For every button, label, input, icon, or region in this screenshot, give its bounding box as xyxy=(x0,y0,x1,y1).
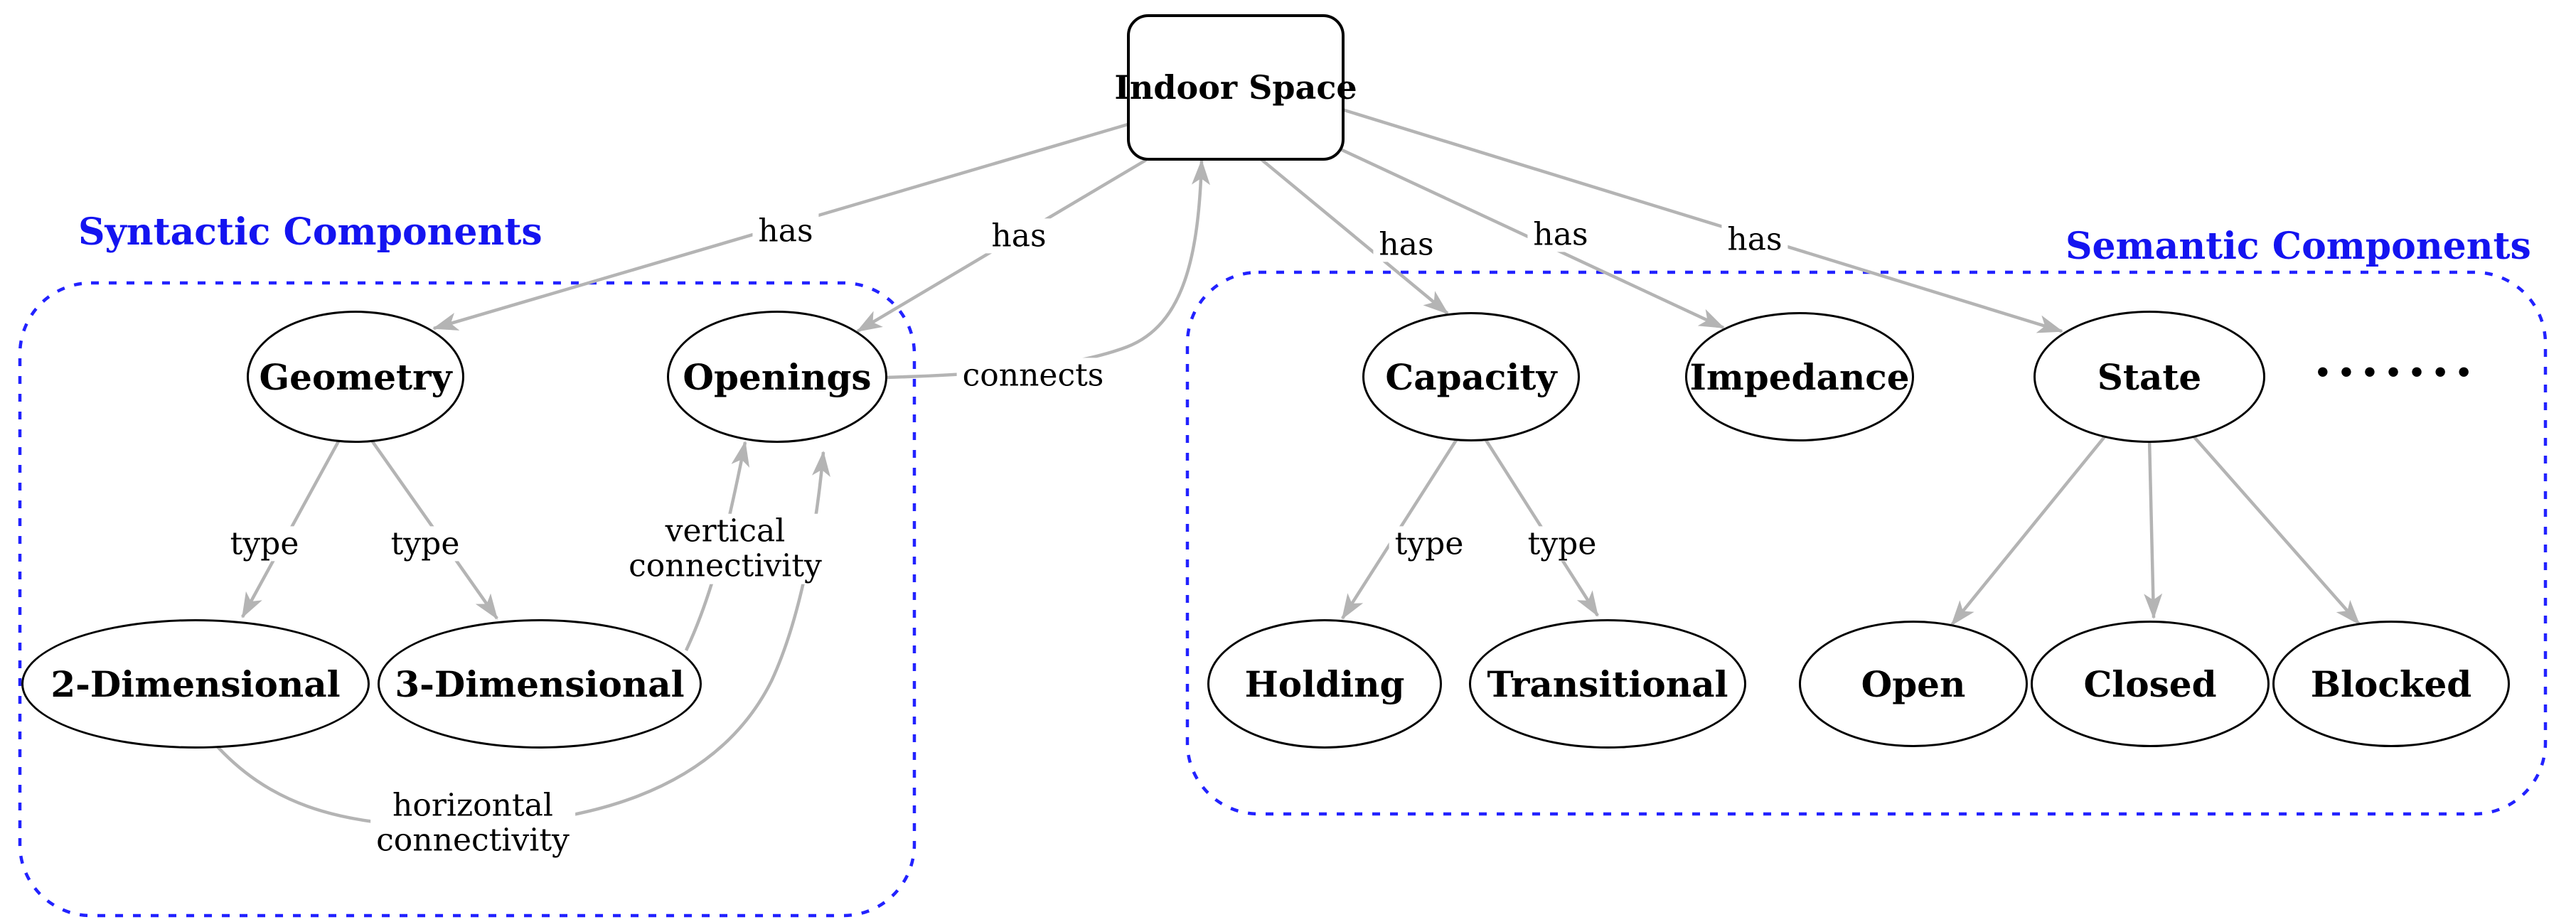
edge-label-has-state: has xyxy=(1721,222,1788,257)
node-openings: Openings xyxy=(667,311,887,443)
node-holding: Holding xyxy=(1207,619,1442,749)
group-title-syntactic: Syntactic Components xyxy=(78,210,543,254)
node-blocked: Blocked xyxy=(2272,621,2510,747)
node-closed: Closed xyxy=(2031,621,2270,747)
edge-state-blocked xyxy=(2188,431,2361,626)
node-3-dimensional: 3-Dimensional xyxy=(378,619,702,749)
edge-label-has-impedance: has xyxy=(1527,217,1594,252)
node-transitional: Transitional xyxy=(1469,619,1746,749)
edge-type-dim2 xyxy=(241,432,344,618)
ellipsis-dots: ....... xyxy=(2314,328,2479,388)
edge-label-has-geometry: has xyxy=(752,213,819,249)
edge-has-state xyxy=(1337,106,2063,333)
node-impedance: Impedance xyxy=(1685,312,1914,441)
node-capacity: Capacity xyxy=(1362,312,1580,441)
edge-label-has-capacity: has xyxy=(1373,227,1440,262)
group-title-semantic: Semantic Components xyxy=(2065,225,2531,268)
edge-label-has-openings: has xyxy=(985,218,1052,254)
edge-type-transitional xyxy=(1482,434,1599,617)
node-state: State xyxy=(2033,311,2265,443)
group-syntactic-border xyxy=(18,281,916,918)
edge-connects xyxy=(882,159,1210,380)
edge-label-type-transitional: type xyxy=(1522,526,1603,562)
edge-horizontal-connectivity xyxy=(212,451,830,828)
edge-label-type-dim2: type xyxy=(224,526,305,562)
edge-label-horizontal-connectivity: horizontal connectivity xyxy=(370,788,575,859)
edge-state-closed xyxy=(2144,438,2163,619)
edge-has-capacity xyxy=(1257,156,1449,315)
edge-type-dim3 xyxy=(365,432,498,620)
node-indoor-space: Indoor Space xyxy=(1114,14,1357,161)
edge-label-vertical-connectivity: vertical connectivity xyxy=(623,514,828,584)
node-2-dimensional: 2-Dimensional xyxy=(21,619,370,749)
node-geometry: Geometry xyxy=(247,311,464,443)
edge-label-connects: connects xyxy=(956,358,1110,393)
edge-state-open xyxy=(1950,434,2107,626)
node-open: Open xyxy=(1799,621,2028,747)
edge-label-type-dim3: type xyxy=(385,526,466,562)
edge-label-type-holding: type xyxy=(1389,526,1470,562)
